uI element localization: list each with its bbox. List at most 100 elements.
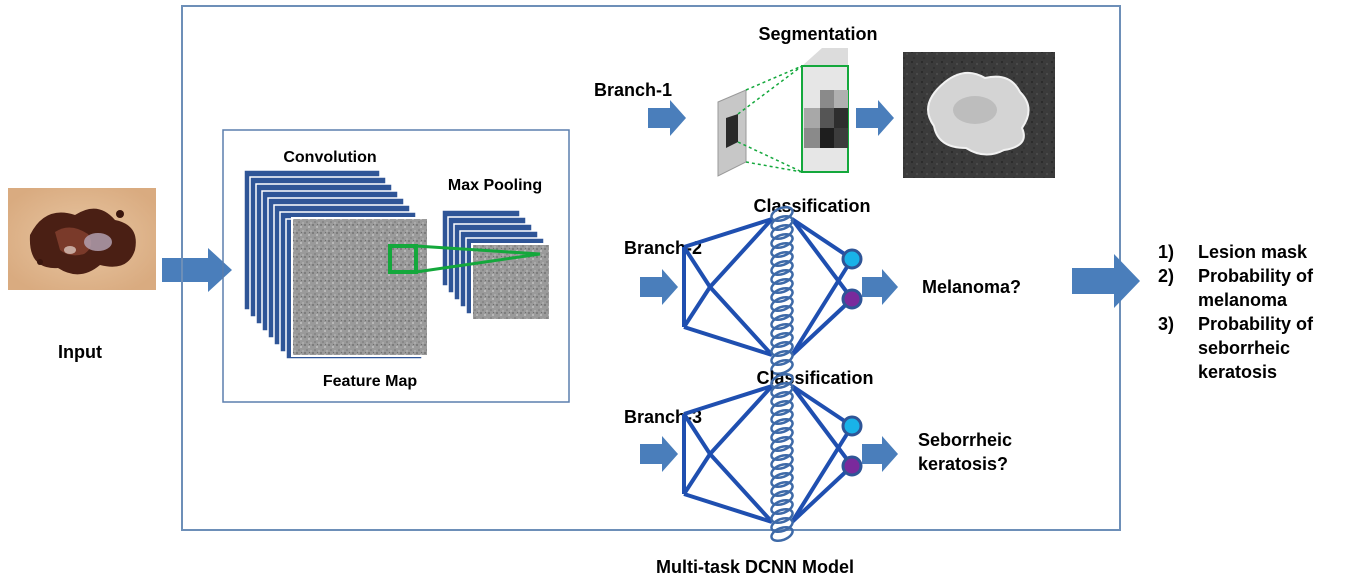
network-edge [708,285,774,357]
network-layer-loop [770,286,794,304]
network-layer-loop [770,250,794,268]
network-edge [790,217,854,301]
network-edge [708,217,774,289]
network-layer-loop [770,205,794,223]
network-layer-loop [770,214,794,232]
network-layer-loop [770,241,794,259]
network-edge [683,217,773,249]
pooling-window [388,244,541,274]
convolution-label: Convolution [283,149,376,166]
output-3-line-1: Probability of [1198,314,1314,334]
output-node-purple [841,455,863,477]
network-layer-loop [770,507,794,525]
network-layer-loop [770,525,794,543]
seborrheic-question-line-2: keratosis? [918,454,1008,474]
network-layer-loop [770,223,794,241]
network-layer-loop [770,390,794,408]
network-layer-loop [770,304,794,322]
branch-1-label: Branch-1 [594,80,672,100]
output-3-number: 3) [1158,314,1174,334]
lesion-mask-image [903,52,1055,178]
network-edge [790,297,854,357]
branch-2-input-arrow [640,269,678,305]
output-1-number: 1) [1158,242,1174,262]
network-edge [682,452,712,496]
branch-1-output-arrow [856,100,894,136]
network-edge [682,245,712,289]
network-layer-loop [770,381,794,399]
network-layer-loop [770,295,794,313]
network-layer-loop [770,498,794,516]
output-node-cyan [841,248,863,270]
output-3-line-2: seborrheic [1198,338,1290,358]
output-3-line-3: keratosis [1198,362,1277,382]
branch-3-input-arrow [640,436,678,472]
network-layer-loop [770,489,794,507]
network-edge [708,452,774,524]
input-arrow [162,248,232,292]
branch-3-output-arrow [862,436,898,472]
model-caption: Multi-task DCNN Model [656,557,854,577]
network-layer-loop [770,471,794,489]
convolution-feature-maps [243,169,429,360]
input-image [8,188,156,290]
network-layer-loop [770,444,794,462]
melanoma-question: Melanoma? [922,277,1021,297]
outputs-list: 1) Lesion mask 2) Probability of melanom… [1158,242,1314,382]
output-node-cyan [841,415,863,437]
network-layer-loop [770,358,794,376]
network-layer-loop [770,480,794,498]
network-layer-loop [770,340,794,358]
branch-2-task-label: Classification [753,196,870,216]
branch-2-classifier-network [682,205,863,376]
pool-feature-map [471,243,551,321]
output-1-line-1: Lesion mask [1198,242,1308,262]
network-layer-loop [770,453,794,471]
network-edge [790,217,854,261]
network-edge [790,384,854,428]
network-edge [790,424,854,524]
network-edge [790,257,854,357]
network-layer-loop [770,331,794,349]
network-edge [683,384,773,416]
network-edge [682,412,712,456]
network-layer-loop [770,349,794,367]
network-layer-loop [770,232,794,250]
segmentation-decoder [717,48,849,177]
network-layer-loop [770,462,794,480]
output-node-purple [841,288,863,310]
network-layer-loop [770,372,794,390]
network-layer-loop [770,259,794,277]
branch-2-output-arrow [862,269,898,305]
network-edge [790,464,854,524]
branch-3-classifier-network [682,372,863,543]
network-layer-loop [770,399,794,417]
output-arrow [1072,254,1140,308]
network-layer-loop [770,322,794,340]
feature-map-label: Feature Map [323,373,417,390]
network-layer-loop [770,417,794,435]
network-layer-loop [770,277,794,295]
max-pooling-label: Max Pooling [448,177,542,194]
output-2-line-1: Probability of [1198,266,1314,286]
network-layer-loop [770,516,794,534]
network-edge [683,492,773,524]
feature-extractor-box [222,129,570,403]
output-2-line-2: melanoma [1198,290,1288,310]
network-layer-loop [770,435,794,453]
branch-1-task-label: Segmentation [758,24,877,44]
network-layer-loop [770,313,794,331]
branch-1-input-arrow [648,100,686,136]
network-layer-loop [770,268,794,286]
network-edge [790,384,854,468]
input-label: Input [58,342,102,362]
network-edge [708,384,774,456]
conv-feature-map [291,217,429,357]
network-layer-loop [770,426,794,444]
seborrheic-question-line-1: Seborrheic [918,430,1012,450]
network-layer-loop [770,408,794,426]
network-edge [682,285,712,329]
output-2-number: 2) [1158,266,1174,286]
network-edge [683,325,773,357]
